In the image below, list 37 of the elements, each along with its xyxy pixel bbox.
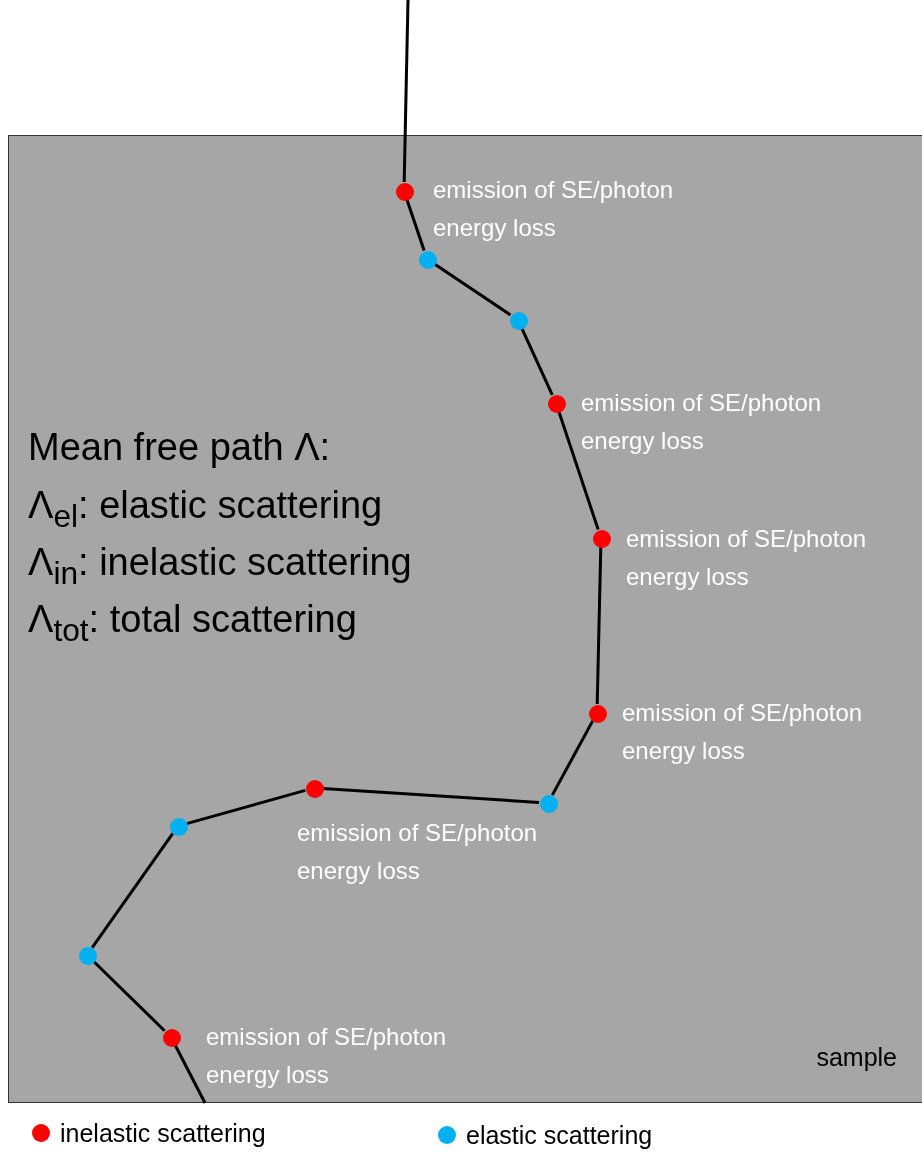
- trajectory-line: [186, 788, 306, 826]
- inelastic-scattering-dot: [548, 395, 566, 413]
- trajectory-line: [92, 960, 166, 1032]
- annotation-text: emission of SE/photon energy loss: [433, 175, 675, 243]
- inelastic-scattering-dot: [163, 1029, 181, 1047]
- trajectory-line: [402, 0, 410, 183]
- sample-label: sample: [816, 1043, 897, 1072]
- annotation-text: emission of SE/photon energy loss: [622, 698, 864, 766]
- trajectory-line: [90, 832, 175, 949]
- elastic-scattering-dot: [419, 251, 437, 269]
- legend-text: inelastic scattering: [60, 1118, 266, 1148]
- trajectory-line: [520, 327, 554, 396]
- inelastic-scattering-dot: [396, 183, 414, 201]
- definition-text: Λ$_{in}$: inelastic scattering: [28, 540, 412, 593]
- trajectory-line: [322, 787, 540, 804]
- annotation-text: emission of SE/photon energy loss: [581, 388, 823, 456]
- trajectory-line: [595, 546, 603, 705]
- trajectory-line: [173, 1044, 207, 1104]
- inelastic-scattering-dot: [589, 705, 607, 723]
- trajectory-line: [433, 262, 512, 317]
- trajectory-line: [551, 720, 594, 796]
- trajectory-line: [557, 411, 600, 530]
- elastic-scattering-dot: [510, 312, 528, 330]
- sample-region: [8, 135, 922, 1103]
- definition-text: Λ$_{tot}$: total scattering: [28, 597, 357, 650]
- elastic-scattering-dot: [540, 795, 558, 813]
- elastic-scattering-dot: [79, 947, 97, 965]
- inelastic-scattering-dot: [306, 780, 324, 798]
- annotation-text: emission of SE/photon energy loss: [626, 524, 868, 592]
- annotation-text: emission of SE/photon energy loss: [297, 818, 539, 886]
- elastic-scattering-dot: [170, 818, 188, 836]
- inelastic-scattering-dot: [593, 530, 611, 548]
- trajectory-line: [405, 199, 426, 251]
- annotation-text: emission of SE/photon energy loss: [206, 1022, 448, 1090]
- heading-text: Mean free path Λ:: [28, 425, 331, 470]
- legend-text: elastic scattering: [466, 1120, 653, 1150]
- definition-text: Λ$_{el}$: elastic scattering: [28, 483, 383, 536]
